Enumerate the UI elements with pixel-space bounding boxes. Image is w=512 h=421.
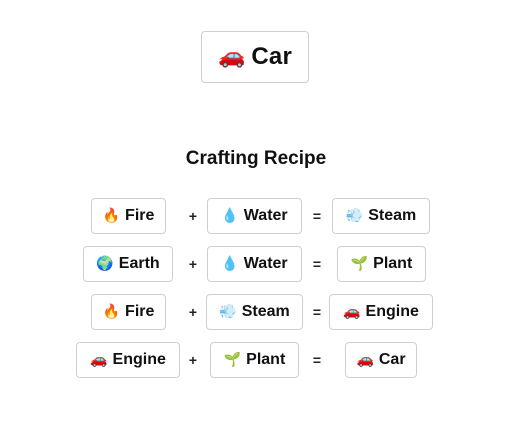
result-element-label: Car (251, 43, 293, 70)
ingredient-label: Earth (118, 255, 160, 272)
result-chip-car[interactable]: 🚗 Car (345, 342, 417, 378)
ingredient-chip-plant[interactable]: 🌱 Plant (210, 342, 299, 378)
fire-icon: 🔥 (102, 304, 121, 320)
earth-globe-icon: 🌍 (96, 256, 114, 272)
equals-sign: = (312, 256, 322, 272)
plus-sign: + (188, 304, 198, 320)
ingredient-label: Plant (246, 351, 286, 368)
water-drop-icon: 💧 (221, 256, 239, 272)
result-element-card[interactable]: 🚗 Car (201, 31, 309, 83)
ingredient-label: Engine (112, 351, 166, 368)
result-label: Steam (368, 207, 417, 224)
result-chip-engine[interactable]: 🚗 Engine (329, 294, 433, 330)
ingredient-label: Water (243, 207, 288, 224)
plus-sign: + (188, 256, 198, 272)
result-label: Engine (365, 303, 419, 320)
ingredient-chip-fire[interactable]: 🔥 Fire (91, 294, 166, 330)
equals-sign: = (312, 208, 322, 224)
ingredient-chip-earth[interactable]: 🌍 Earth (83, 246, 173, 282)
recipe-title: Crafting Recipe (185, 148, 327, 169)
ingredient-label: Steam (241, 303, 290, 320)
recipe-row: 🔥 Fire + 💨 Steam = 🚗 Engine (0, 294, 512, 330)
ingredient-chip-fire[interactable]: 🔥 Fire (91, 198, 166, 234)
recipe-row: 🔥 Fire + 💧 Water = 💨 Steam (0, 198, 512, 234)
plus-sign: + (188, 352, 198, 368)
car-icon: 🚗 (90, 352, 108, 368)
recipe-row: 🌍 Earth + 💧 Water = 🌱 Plant (0, 246, 512, 282)
result-label: Plant (373, 255, 413, 272)
seedling-icon: 🌱 (350, 256, 369, 272)
ingredient-label: Fire (125, 207, 155, 224)
car-icon: 🚗 (356, 352, 374, 368)
steam-icon: 💨 (345, 208, 364, 224)
seedling-icon: 🌱 (223, 352, 242, 368)
water-drop-icon: 💧 (221, 208, 239, 224)
ingredient-label: Fire (125, 303, 155, 320)
plus-sign: + (188, 208, 198, 224)
recipe-row: 🚗 Engine + 🌱 Plant = 🚗 Car (0, 342, 512, 378)
ingredient-chip-water[interactable]: 💧 Water (207, 198, 302, 234)
ingredient-chip-water[interactable]: 💧 Water (207, 246, 302, 282)
result-label: Car (378, 351, 406, 368)
equals-sign: = (312, 304, 322, 320)
ingredient-chip-engine[interactable]: 🚗 Engine (76, 342, 180, 378)
car-icon: 🚗 (217, 44, 246, 69)
result-chip-plant[interactable]: 🌱 Plant (337, 246, 426, 282)
steam-icon: 💨 (219, 304, 237, 320)
equals-sign: = (312, 352, 322, 368)
ingredient-label: Water (243, 255, 288, 272)
result-chip-steam[interactable]: 💨 Steam (332, 198, 430, 234)
ingredient-chip-steam[interactable]: 💨 Steam (206, 294, 303, 330)
car-icon: 🚗 (343, 304, 361, 320)
fire-icon: 🔥 (102, 208, 121, 224)
